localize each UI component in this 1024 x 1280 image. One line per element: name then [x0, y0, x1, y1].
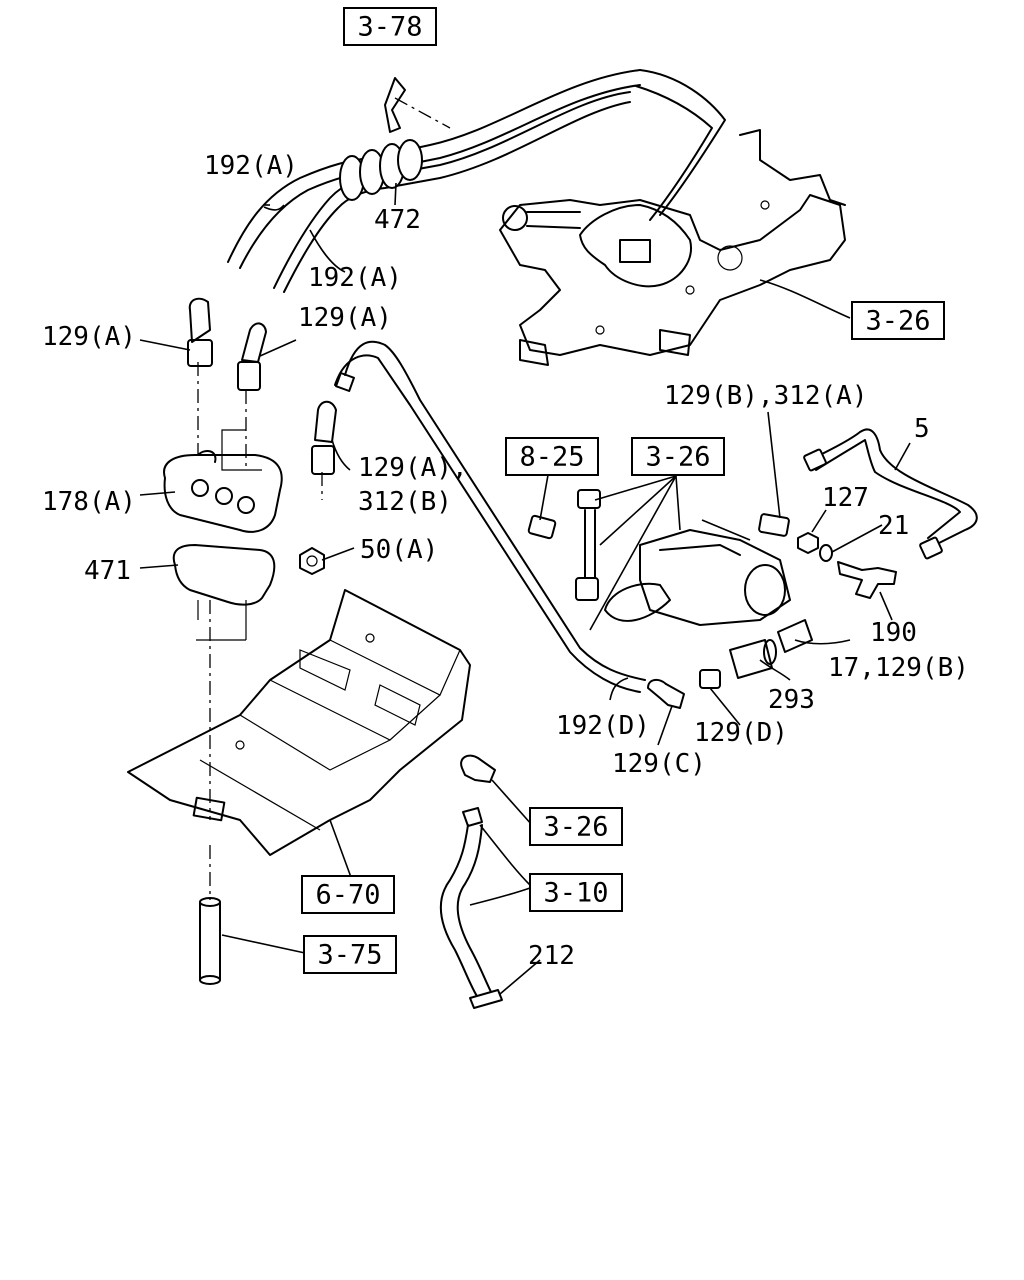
ref-3-26-mid: 3-26: [631, 437, 725, 476]
svg-text:8-25: 8-25: [519, 442, 584, 473]
gasket-471: [172, 544, 276, 606]
svg-text:3-10: 3-10: [543, 878, 608, 909]
label-471: 471: [84, 556, 131, 586]
label-129b-312a: 129(B),312(A): [664, 381, 868, 411]
washer-21: [819, 544, 833, 562]
label-192a-2: 192(A): [308, 263, 402, 293]
ref-3-75: 3-75: [303, 935, 397, 974]
fitting-8-25: [527, 514, 557, 540]
pipe-3-75: [199, 897, 221, 985]
ref-3-78: 3-78: [343, 7, 437, 46]
connector-17-129b: [777, 619, 813, 653]
label-129d: 129(D): [694, 718, 788, 748]
label-190: 190: [870, 618, 917, 648]
tee-190: [837, 561, 897, 599]
ref-3-10: 3-10: [529, 873, 623, 912]
svg-text:3-26: 3-26: [645, 442, 710, 473]
ref-3-26-low: 3-26: [529, 807, 623, 846]
nut-50a: [299, 547, 325, 575]
pipe-5: [803, 428, 978, 560]
fitting-3-26-mid: [575, 489, 601, 601]
label-129a-1: 129(A): [42, 322, 136, 352]
label-129a-312b-line1: 129(A),: [358, 453, 468, 483]
nut-127: [797, 532, 819, 554]
protector-472: [339, 139, 423, 201]
ref-6-70: 6-70: [301, 875, 395, 914]
collar-129b-312a: [758, 513, 790, 537]
valve-assembly: [604, 529, 791, 626]
label-129c: 129(C): [612, 749, 706, 779]
label-293: 293: [768, 685, 815, 715]
elbow-129a-left: [187, 297, 213, 367]
label-17-129b: 17,129(B): [828, 653, 969, 683]
elbow-129c: [647, 678, 685, 709]
label-127: 127: [822, 483, 869, 513]
svg-text:3-75: 3-75: [317, 940, 382, 971]
elbow-129a-right: [311, 400, 337, 475]
leader-lines: [139, 182, 911, 995]
part-labels: 192(A) 472 192(A) 129(A) 129(A) 129(A), …: [42, 151, 969, 971]
svg-text:3-26: 3-26: [865, 306, 930, 337]
label-178a: 178(A): [42, 487, 136, 517]
label-5: 5: [914, 414, 930, 444]
label-21: 21: [878, 511, 909, 541]
svg-text:6-70: 6-70: [315, 880, 380, 911]
svg-text:3-78: 3-78: [357, 12, 422, 43]
label-212: 212: [528, 941, 575, 971]
clip-3-78: [384, 77, 406, 133]
ref-8-25: 8-25: [505, 437, 599, 476]
label-192a-1: 192(A): [204, 151, 298, 181]
clamp-212: [469, 989, 503, 1009]
connector-129d: [699, 669, 721, 689]
canister-bracket-assembly: [499, 129, 846, 366]
fuel-tank-6-70: [127, 589, 471, 856]
label-472: 472: [374, 205, 421, 235]
elbow-3-26-low: [460, 754, 496, 827]
elbow-129a-mid: [237, 322, 267, 391]
label-192d: 192(D): [556, 711, 650, 741]
sensor-293: [729, 639, 777, 679]
hose-3-10: [439, 824, 493, 999]
label-129a-312b-line2: 312(B): [358, 487, 452, 517]
plate-178a: [163, 449, 283, 533]
label-50a: 50(A): [360, 535, 438, 565]
label-129a-2: 129(A): [298, 303, 392, 333]
svg-text:3-26: 3-26: [543, 812, 608, 843]
ref-3-26-top: 3-26: [851, 301, 945, 340]
